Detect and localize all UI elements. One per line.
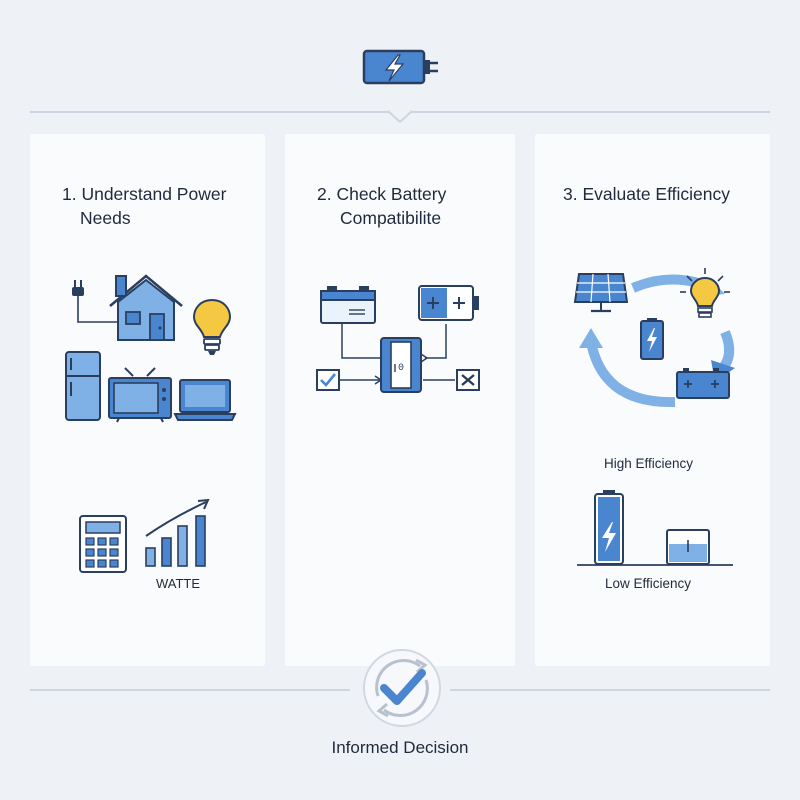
battery-plug-icon [362, 49, 438, 85]
check-box-icon [316, 369, 340, 391]
step-panel-3: 3. Evaluate Efficiency High Efficienc [535, 134, 770, 666]
bottom-divider-left [30, 689, 350, 691]
battery-icon [418, 285, 479, 321]
calculator-icon [79, 515, 127, 573]
cross-box-icon [456, 369, 480, 391]
step-panel-2: 2. Check Battery Compatibilite 0 [285, 134, 515, 666]
checkmark-circle-icon [363, 649, 441, 727]
efficiency-comparison-icon [577, 490, 733, 566]
svg-text:0: 0 [398, 363, 404, 374]
watts-label: WATTE [156, 576, 201, 591]
charging-battery-icon [640, 318, 664, 360]
growth-chart-icon [145, 498, 210, 567]
light-bulb-icon [680, 268, 730, 318]
decision-label: Informed Decision [331, 738, 469, 757]
battery-icon [676, 368, 730, 399]
light-bulb-icon [192, 298, 232, 355]
car-battery-icon [320, 286, 376, 324]
tv-icon [108, 367, 172, 423]
step-2-title-cont: Compatibilite [340, 208, 442, 228]
connector-icon: 0 [380, 337, 422, 393]
laptop-icon [173, 379, 237, 421]
step-3-title: 3. Evaluate Efficiency [563, 184, 730, 204]
refrigerator-icon [65, 351, 101, 421]
divider-notch [387, 110, 413, 124]
step-2-title: 2. Check Battery [317, 184, 447, 204]
high-efficiency-label: High Efficiency [604, 456, 694, 471]
plug-icon [72, 280, 128, 323]
step-1-title-cont: Needs [80, 208, 131, 228]
step-panel-1: 1. Understand Power Needs [30, 134, 265, 666]
bottom-divider-right [450, 689, 770, 691]
solar-panel-icon [573, 273, 629, 313]
low-efficiency-label: Low Efficiency [605, 576, 692, 591]
step-1-title: 1. Understand Power [62, 184, 227, 204]
house-icon [109, 274, 183, 341]
